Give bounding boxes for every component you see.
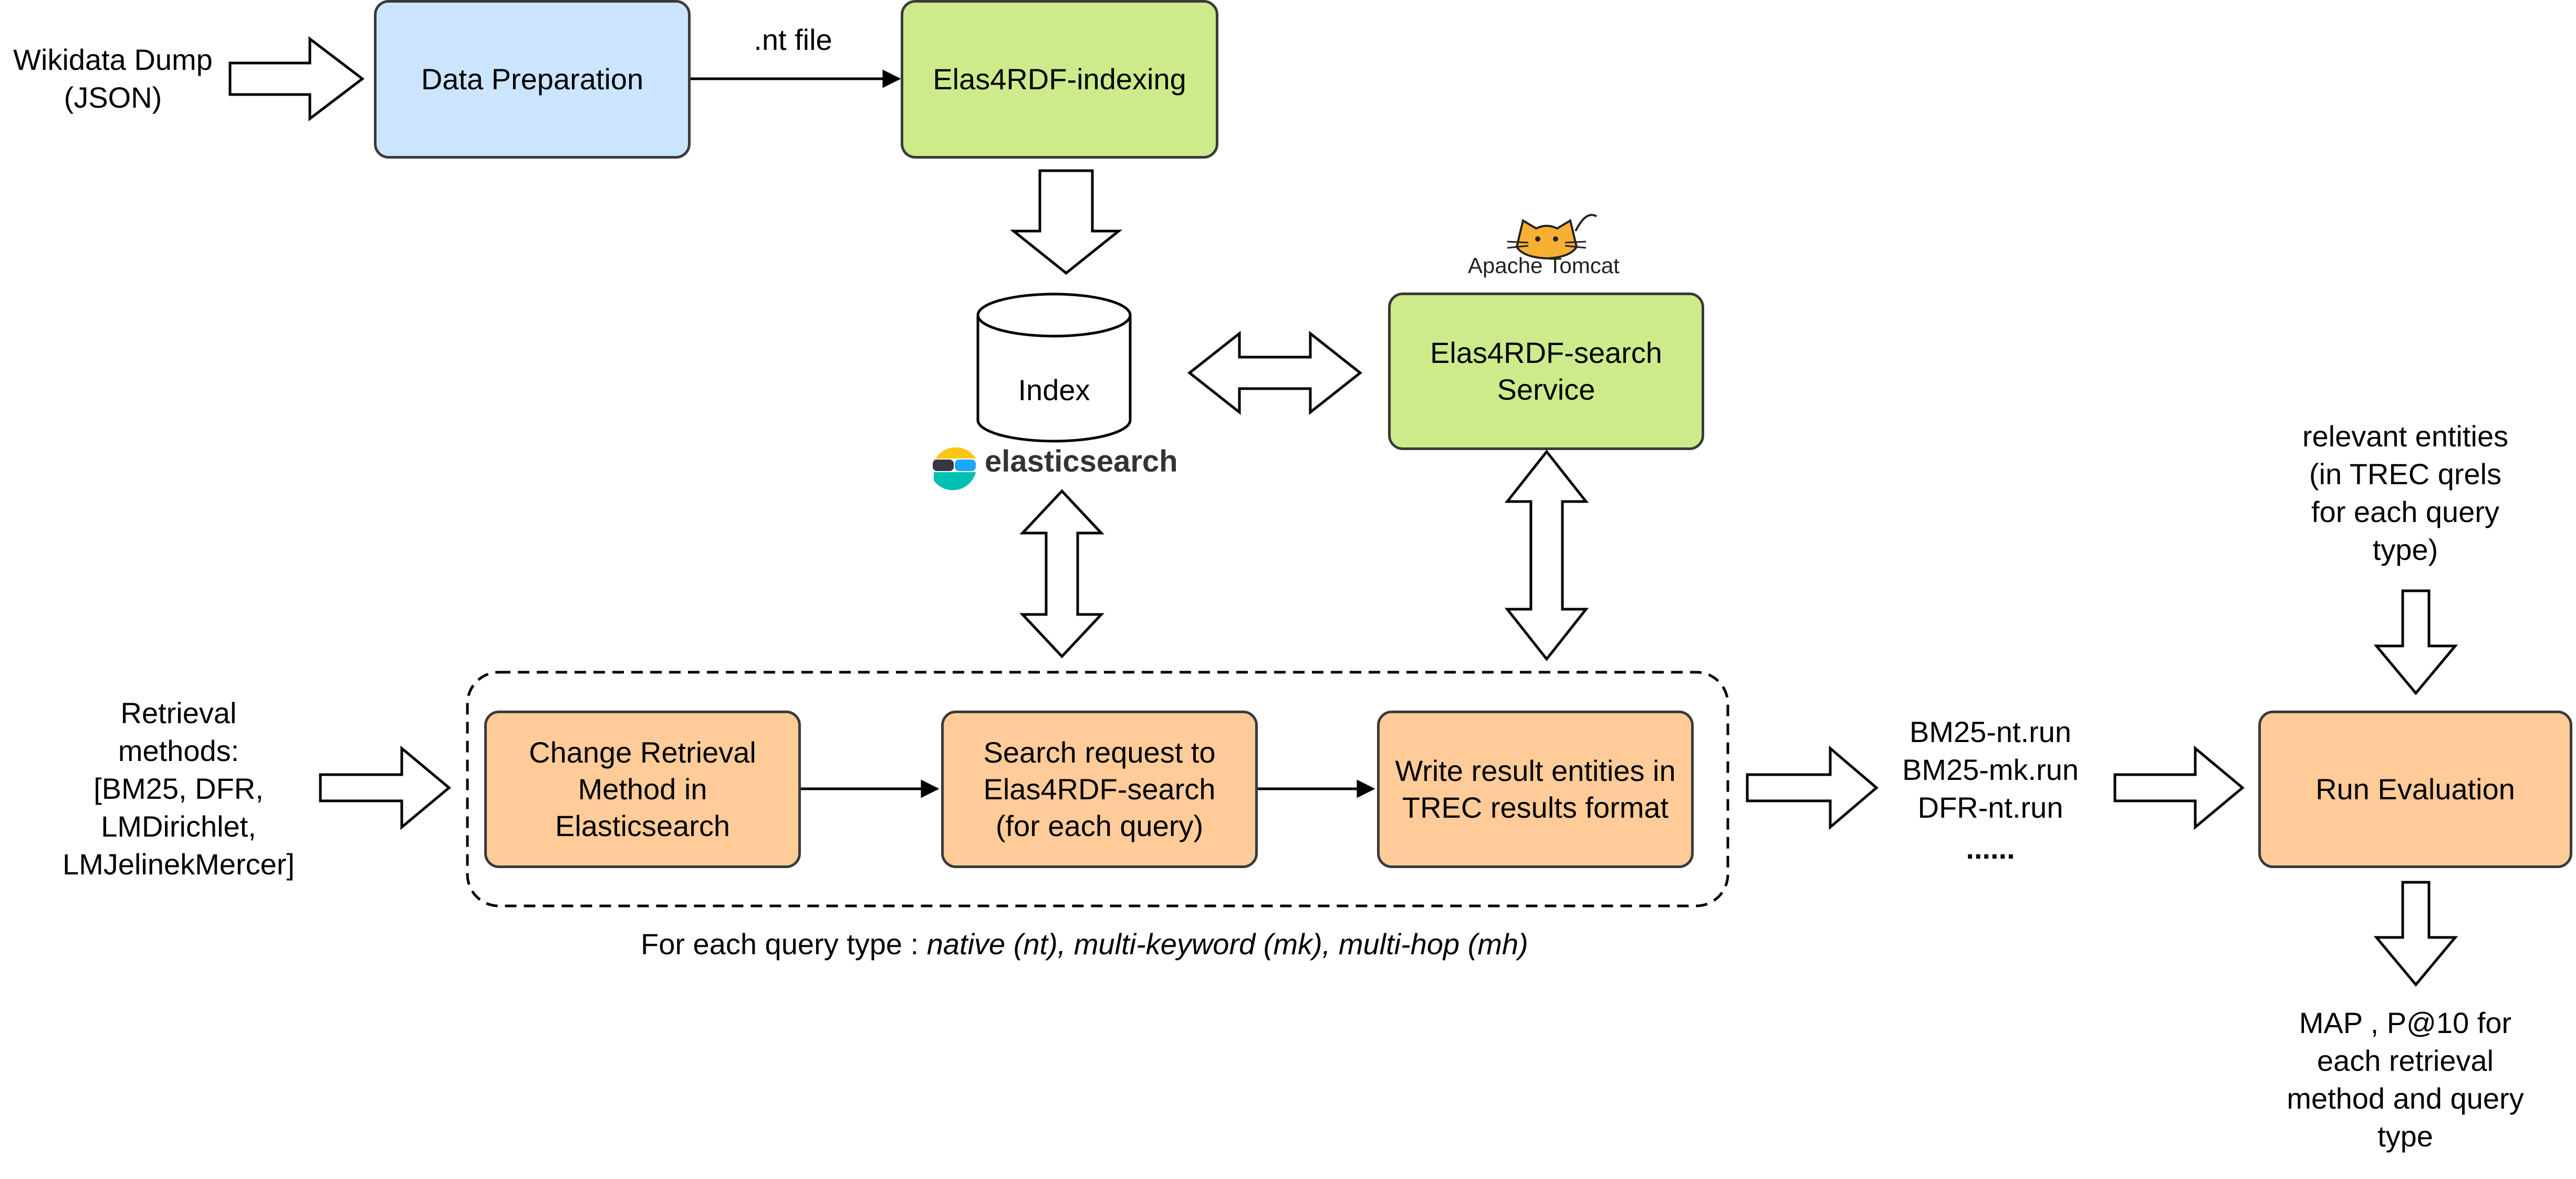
arrow-index-search-bidirectional	[1187, 330, 1363, 415]
run-evaluation-box: Run Evaluation	[2258, 711, 2572, 868]
change-retrieval-method-box: Change Retrieval Method in Elasticsearch	[484, 711, 801, 868]
run-files-list: BM25-nt.run BM25-mk.run DFR-nt.run	[1902, 715, 2079, 824]
run-files-ellipsis: ......	[1966, 832, 2015, 865]
arrow-wikidata-to-prep	[228, 36, 365, 122]
elasticsearch-logo-text: elasticsearch	[985, 444, 1178, 478]
arrow-runs-to-evaluation	[2113, 745, 2245, 830]
elasticsearch-logo-icon	[933, 447, 976, 491]
apache-tomcat-label: Apache Tomcat	[1468, 253, 1620, 278]
query-type-caption: For each query type : native (nt), multi…	[641, 926, 1528, 963]
apache-tomcat-logo-icon	[1507, 214, 1598, 260]
caption-query-types: native (nt), multi-keyword (mk), multi-h…	[926, 927, 1528, 961]
arrow-qrels-to-evaluation	[2373, 589, 2458, 695]
arrow-pipeline-to-runs	[1746, 745, 1879, 830]
index-label: Index	[1018, 373, 1090, 406]
search-request-box: Search request to Elas4RDF-search (for e…	[941, 711, 1258, 868]
arrow-indexing-to-index	[1009, 169, 1123, 275]
arrow-evaluation-to-metrics	[2373, 881, 2458, 987]
write-result-entities-box: Write result entities in TREC results fo…	[1377, 711, 1694, 868]
pipeline-group	[466, 671, 1729, 907]
elas4rdf-search-service-box: Elas4RDF-search Service	[1388, 293, 1704, 450]
data-preparation-box: Data Preparation	[374, 0, 691, 159]
arrow-service-pipeline-bidirectional	[1504, 449, 1589, 662]
caption-prefix: For each query type :	[641, 927, 927, 961]
elas4rdf-indexing-box: Elas4RDF-indexing	[901, 0, 1218, 159]
arrow-es-pipeline-bidirectional	[1019, 489, 1104, 659]
index-database-icon	[976, 293, 1132, 443]
metrics-output-label: MAP , P@10 for each retrieval method and…	[2287, 1006, 2524, 1153]
arrow-methods-to-pipeline	[319, 745, 451, 830]
wikidata-dump-label: Wikidata Dump (JSON)	[13, 43, 213, 114]
nt-file-edge-label: .nt file	[754, 23, 832, 56]
retrieval-methods-label: Retrieval methods: [BM25, DFR, LMDirichl…	[62, 696, 295, 881]
relevant-entities-label: relevant entities (in TREC qrels for eac…	[2302, 420, 2509, 566]
